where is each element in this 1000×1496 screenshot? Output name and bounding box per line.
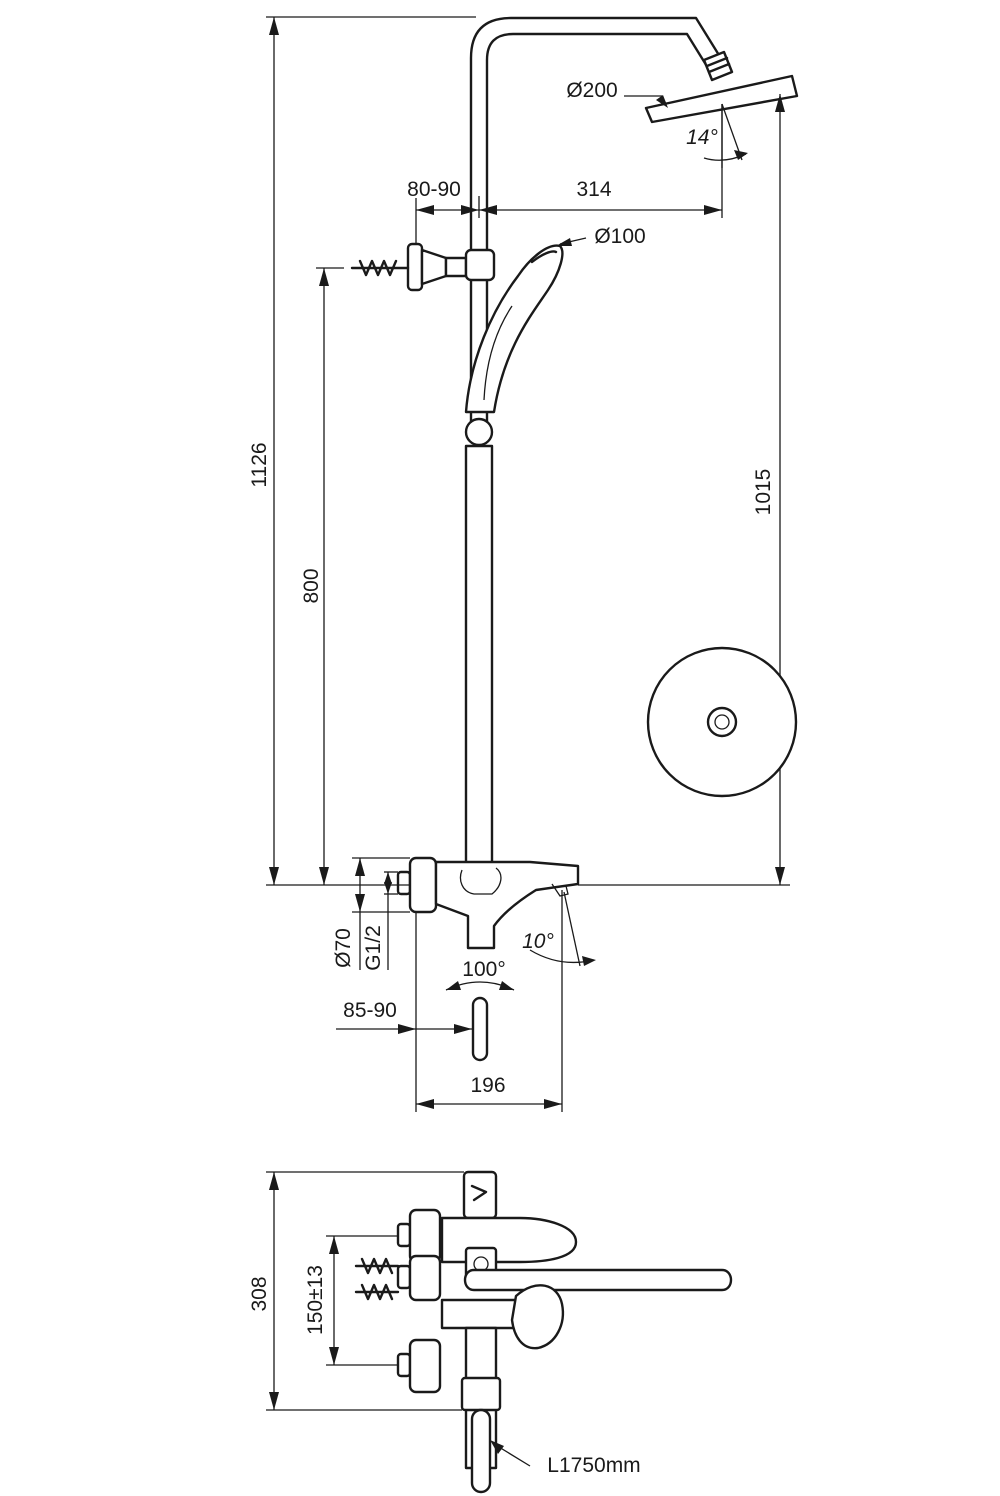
mixer-connection-dims: Ø70 G1/2 xyxy=(332,857,410,971)
upper-wall-anchor xyxy=(350,259,410,277)
riser-pipe xyxy=(469,16,724,425)
dim-80-90-label: 80-90 xyxy=(407,178,461,201)
overhead-shower xyxy=(644,50,799,124)
dim-314-label: 314 xyxy=(576,178,611,201)
dim-inlet-centres: 150±13 xyxy=(304,1235,398,1366)
spout-angle-callout: 10° xyxy=(522,890,596,1010)
dim-total-depth: 308 xyxy=(248,1171,464,1411)
thread-label: G1/2 xyxy=(362,925,385,971)
hand-shower-plan xyxy=(510,1284,565,1350)
hand-shower-diameter-callout: Ø100 xyxy=(556,225,646,248)
dim-upper-horizontal: 80-90 314 xyxy=(407,104,723,244)
dim-1126-label: 1126 xyxy=(248,442,271,487)
hand-shower-holder xyxy=(464,417,494,447)
overhead-shower-plan xyxy=(646,646,798,798)
dim-14deg-label: 14° xyxy=(686,126,718,149)
hose-length-label: L1750mm xyxy=(547,1454,640,1477)
dim-200-label: Ø200 xyxy=(566,79,617,102)
dim-150-label: 150±13 xyxy=(304,1265,327,1335)
wall-connectors-plan xyxy=(396,1208,442,1394)
dim-10deg-label: 10° xyxy=(522,930,554,953)
dim-196-label: 196 xyxy=(470,1074,505,1097)
dim-total-height: 1126 xyxy=(248,16,476,886)
dim-spout-projection: 196 xyxy=(416,1010,563,1112)
dim-bracket-height: 800 xyxy=(300,267,344,885)
overhead-tilt-callout: 14° xyxy=(686,103,748,168)
lever-rotation-callout: 100° xyxy=(445,958,515,991)
upper-wall-bracket xyxy=(406,242,496,292)
overhead-arm-plan xyxy=(463,1268,733,1292)
dim-70-label: Ø70 xyxy=(332,928,355,968)
dim-800-label: 800 xyxy=(300,568,323,603)
hose-length-callout: L1750mm xyxy=(490,1440,641,1477)
dim-lower-offset: 85-90 xyxy=(336,912,472,1112)
front-view: 1126 800 1015 xyxy=(248,16,799,1112)
dim-308-label: 308 xyxy=(248,1276,271,1311)
lower-wall-anchors xyxy=(354,1257,400,1301)
dim-100deg-label: 100° xyxy=(462,958,505,981)
slide-rail xyxy=(464,444,494,866)
hose-plan xyxy=(470,1408,492,1494)
dim-1015-label: 1015 xyxy=(752,469,775,516)
plan-view: 308 150±13 L1750mm xyxy=(248,646,798,1494)
dim-100-label: Ø100 xyxy=(594,225,645,248)
dim-85-90-label: 85-90 xyxy=(343,999,397,1022)
lever-side-view xyxy=(471,996,489,1062)
overhead-diameter-callout: Ø200 xyxy=(566,79,668,108)
